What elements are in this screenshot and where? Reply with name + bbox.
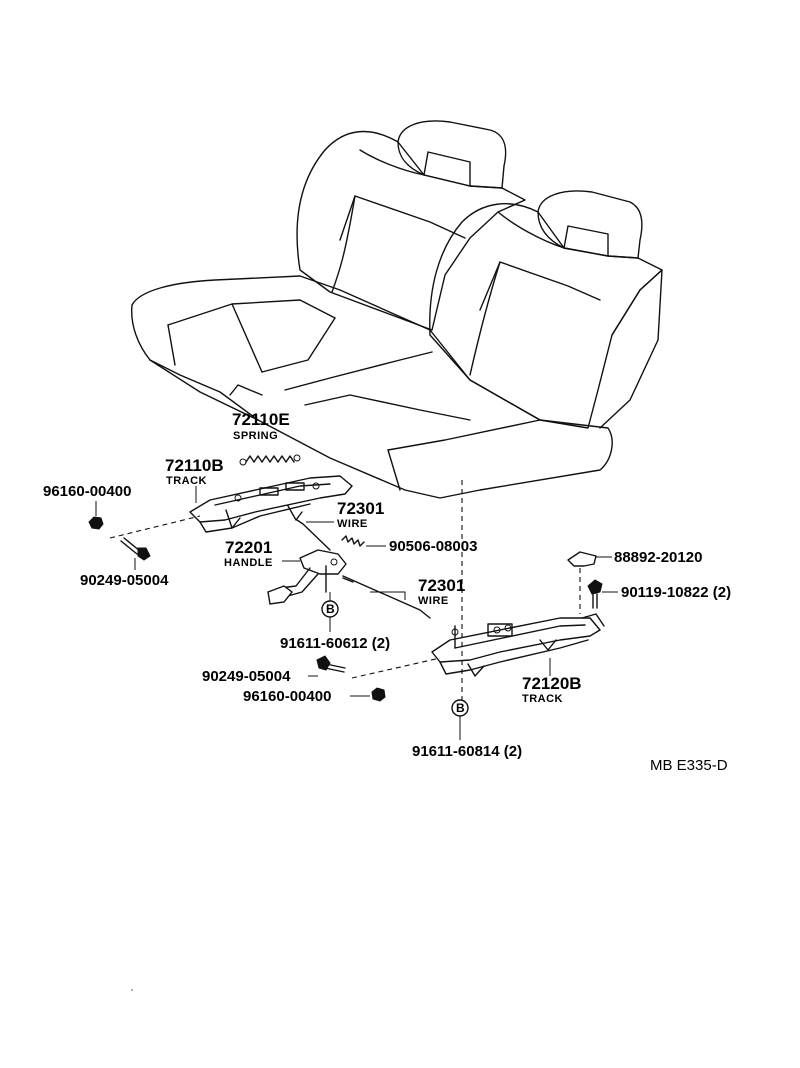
nut-lower-icon: [371, 687, 386, 702]
dashed-guide-lower-bolt: [351, 657, 441, 679]
bolt-upper-icon: [120, 537, 151, 561]
stray-dot: [131, 989, 133, 991]
bolt-lower-icon: [316, 655, 346, 673]
handle-drawing: [267, 549, 347, 605]
right-b-marker-letter: B: [456, 701, 465, 715]
wire-upper-drawing: [296, 519, 331, 551]
bolt-lower-part-number: 90249-05004: [202, 668, 291, 685]
screw-left-part-number: 91611-60612 (2): [280, 635, 390, 652]
handle-part-number: 72201: [225, 538, 272, 557]
dashed-guide-upper-nut: [109, 515, 201, 539]
right-track-part-number: 72120B: [522, 674, 582, 693]
left-track-drawing: [189, 475, 353, 533]
bracket-part-number: 88892-20120: [614, 549, 702, 566]
handle-part-name: HANDLE: [224, 557, 273, 569]
wire-lower-drawing: [342, 575, 431, 619]
nut-lower-part-number: 96160-00400: [243, 688, 331, 705]
bolt-upper-part-number: 90249-05004: [80, 572, 169, 589]
wire-lower-leader: [370, 591, 406, 600]
wire-lower-end: [342, 577, 354, 583]
right-track-drawing: [431, 613, 605, 677]
spring-part-number: 72110E: [232, 410, 290, 429]
bolt-right-icon: [587, 579, 603, 609]
bolt-right-part-number: 90119-10822 (2): [621, 584, 731, 601]
small-spring-part-number: 90506-08003: [389, 538, 477, 555]
screw-right-part-number: 91611-60814 (2): [412, 743, 522, 760]
bench-seat-illustration: [131, 120, 663, 499]
left-b-marker-letter: B: [326, 602, 335, 616]
right-track-part-name: TRACK: [522, 693, 563, 705]
nut-upper-icon: [88, 516, 104, 530]
wire-lower-part-name: WIRE: [418, 595, 449, 607]
wire-lower-part-number: 72301: [418, 576, 465, 595]
left-track-part-name: TRACK: [166, 475, 207, 487]
bracket-icon: [567, 551, 597, 567]
nut-upper-part-number: 96160-00400: [43, 483, 131, 500]
spring-part-name: SPRING: [233, 430, 278, 442]
spring-72110e-drawing: [239, 454, 301, 466]
wire-upper-part-number: 72301: [337, 499, 384, 518]
left-track-part-number: 72110B: [165, 456, 224, 475]
small-spring-icon: [341, 535, 365, 547]
wire-upper-part-name: WIRE: [337, 518, 368, 530]
diagram-code: MB E335-D: [650, 757, 728, 774]
